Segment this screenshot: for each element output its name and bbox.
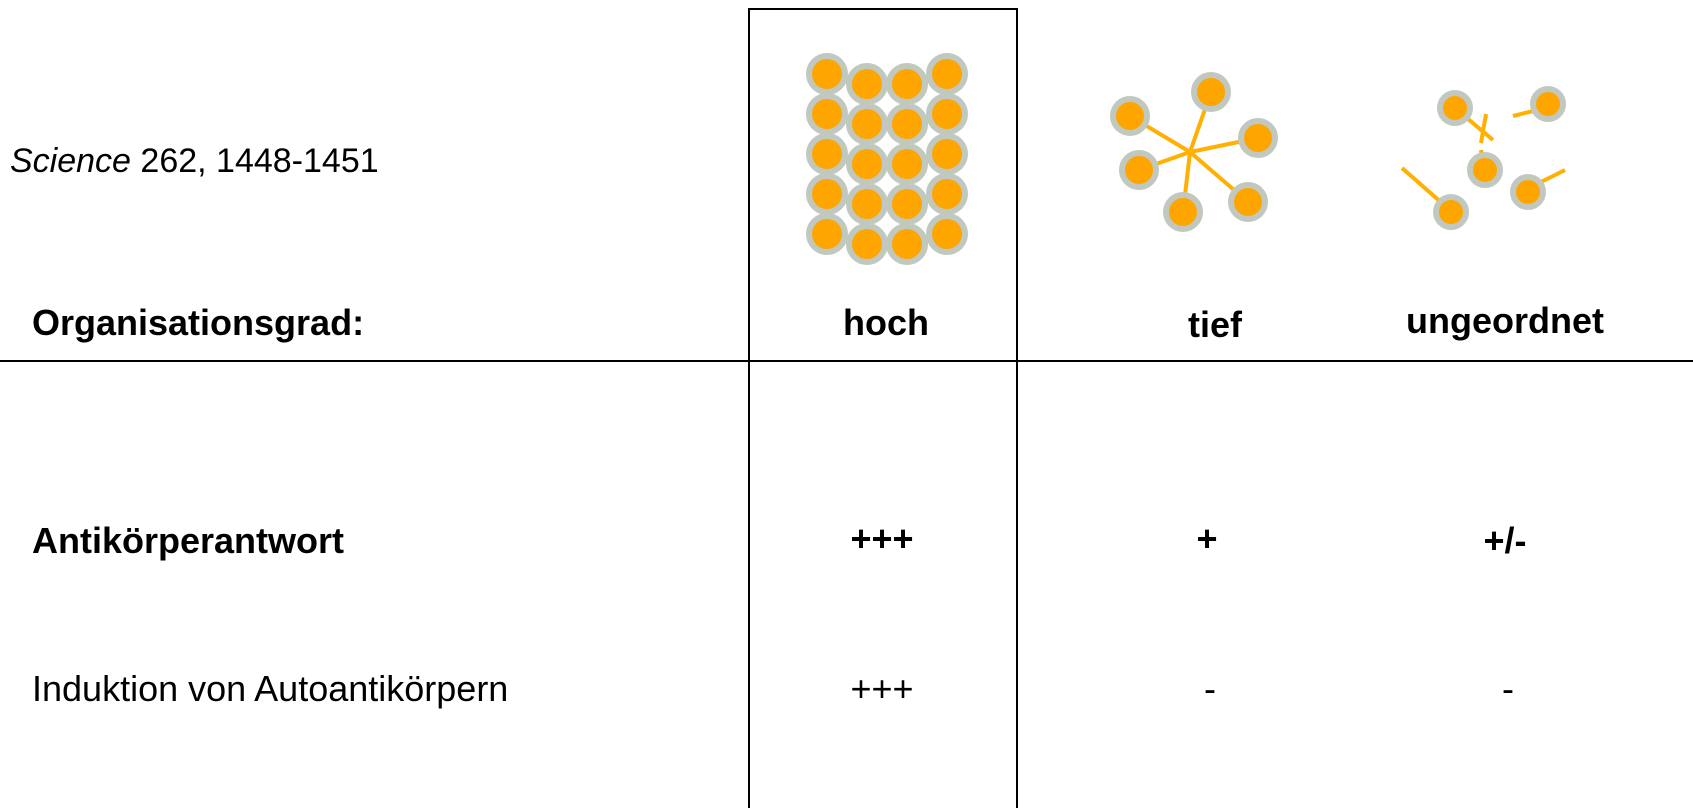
row1-hoch-value: +++ (850, 518, 914, 559)
disordered-particles-icon (1400, 86, 1566, 230)
column-ungeordnet: ungeordnet (1406, 300, 1604, 341)
header-divider (0, 360, 1693, 362)
row2-hoch-value: +++ (850, 668, 914, 709)
citation: Science 262, 1448-1451 (10, 142, 379, 181)
ordered-array-icon (806, 53, 968, 265)
column-tief: tief (1188, 304, 1242, 345)
citation-journal: Science (10, 142, 131, 180)
row2-tief-value: - (1204, 668, 1216, 709)
row-label-antikoerperantwort: Antikörperantwort (32, 520, 345, 561)
row-label-autoantikoerper: Induktion von Autoantikörpern (32, 668, 509, 709)
row2-ungeordnet-value: - (1502, 668, 1514, 709)
header-label: Organisationsgrad: (32, 302, 365, 343)
row1-ungeordnet-value: +/- (1483, 520, 1527, 561)
citation-reference: 262, 1448-1451 (130, 142, 379, 180)
star-cluster-icon (1110, 72, 1278, 232)
row1-tief-value: + (1196, 518, 1218, 559)
highlight-column-box (748, 8, 1018, 808)
column-hoch: hoch (843, 302, 929, 343)
